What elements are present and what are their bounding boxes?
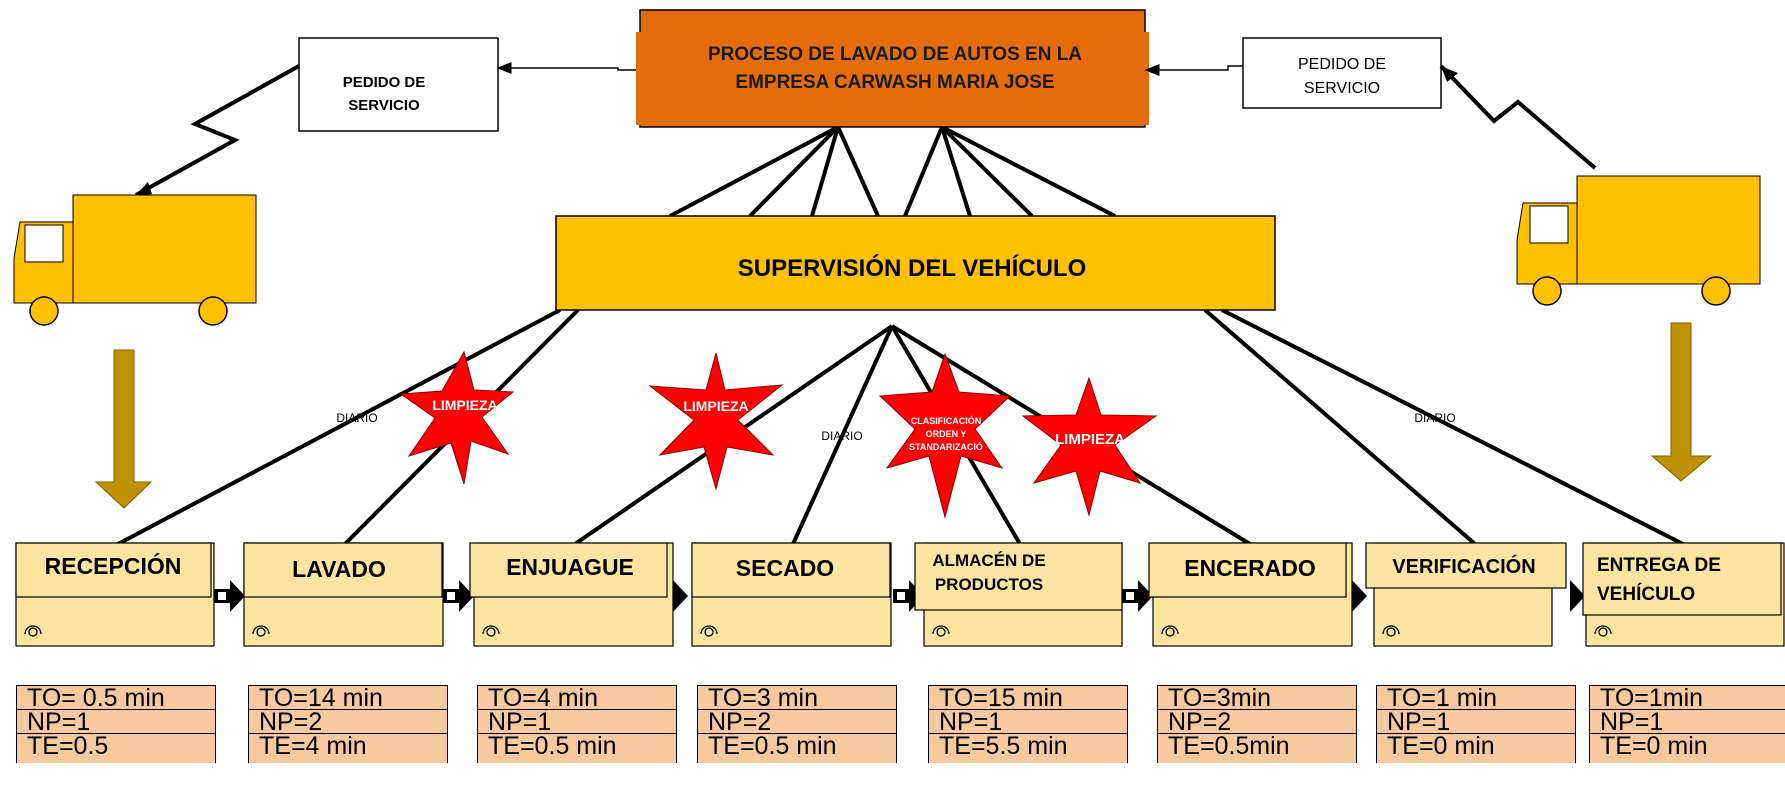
metric-te: TE=0 min	[1589, 733, 1785, 763]
metric-to: TO=3min	[1157, 685, 1357, 711]
supervision-label: SUPERVISIÓN DEL VEHÍCULO	[738, 254, 1087, 282]
process-name-almacen-line-2: PRODUCTOS	[935, 575, 1043, 594]
order-box-right: PEDIDO DE SERVICIO	[1242, 37, 1442, 109]
order-right-line-2: SERVICIO	[1304, 80, 1380, 97]
kaizen-burst-2: LIMPIEZA	[648, 352, 784, 491]
process-headers	[15, 542, 1782, 616]
metric-to: TO= 0.5 min	[16, 685, 216, 711]
metric-np: NP=1	[16, 709, 216, 735]
shipment-arrow-right	[1650, 322, 1713, 482]
metrics-secado: TO=3 min NP=2 TE=0.5 min	[697, 685, 897, 763]
supervision-to-process-connectors	[117, 308, 1684, 546]
title-line-1: PROCESO DE LAVADO DE AUTOS EN LA	[708, 44, 1082, 65]
metric-np: NP=1	[477, 709, 677, 735]
frequency-label-2: DIARIO	[821, 429, 862, 443]
metric-np: NP=2	[697, 709, 897, 735]
frequency-label-3: DIARIO	[1414, 411, 1455, 425]
information-arrows	[496, 62, 1243, 76]
kaizen-burst-1-label: LIMPIEZA	[432, 397, 497, 413]
process-name-recepcion: RECEPCIÓN	[45, 552, 182, 579]
operator-icon	[1594, 625, 1612, 637]
process-name-secado: SECADO	[736, 555, 834, 581]
title-to-supervision-connectors	[669, 125, 1116, 218]
metric-to: TO=4 min	[477, 685, 677, 711]
metric-to: TO=3 min	[697, 685, 897, 711]
metric-te: TE=0.5 min	[697, 733, 897, 763]
electronic-info-arrowhead-right	[1441, 66, 1458, 82]
metric-np: NP=1	[928, 709, 1128, 735]
metrics-enjuague: TO=4 min NP=1 TE=0.5 min	[477, 685, 677, 763]
process-name-almacen-line-1: ALMACÉN DE	[932, 551, 1045, 570]
kaizen-burst-3-label-3: STANDARIZACIÓ	[909, 441, 983, 452]
operator-icon	[252, 625, 270, 637]
metrics-encerado: TO=3min NP=2 TE=0.5min	[1157, 685, 1357, 763]
order-left-line-2: SERVICIO	[348, 97, 420, 114]
metric-to: TO=15 min	[928, 685, 1128, 711]
metric-np: NP=2	[1157, 709, 1357, 735]
kaizen-burst-3-label-2: ORDEN Y	[926, 429, 967, 439]
metrics-lavado: TO=14 min NP=2 TE=4 min	[248, 685, 448, 763]
metric-te: TE=0.5	[16, 733, 216, 763]
metric-te: TE=0.5min	[1157, 733, 1357, 763]
supervision-box: SUPERVISIÓN DEL VEHÍCULO	[555, 215, 1276, 311]
kaizen-burst-3: CLASIFICACIÓN ORDEN Y STANDARIZACIÓ	[878, 352, 1012, 519]
metrics-entrega: TO=1min NP=1 TE=0 min	[1589, 685, 1785, 763]
push-arrows	[214, 580, 1585, 612]
metrics-almacen: TO=15 min NP=1 TE=5.5 min	[928, 685, 1128, 763]
kaizen-burst-4-label: LIMPIEZA	[1055, 431, 1125, 448]
metrics-recepcion: TO= 0.5 min NP=1 TE=0.5	[16, 685, 216, 763]
operator-icons	[24, 625, 1612, 637]
title-box: PROCESO DE LAVADO DE AUTOS EN LA EMPRESA…	[636, 9, 1149, 128]
kaizen-burst-4: LIMPIEZA	[1021, 376, 1158, 517]
kaizen-burst-2-label: LIMPIEZA	[683, 398, 748, 414]
metric-to: TO=14 min	[248, 685, 448, 711]
metric-np: NP=2	[248, 709, 448, 735]
metric-te: TE=5.5 min	[928, 733, 1128, 763]
kaizen-burst-3-label-1: CLASIFICACIÓN	[911, 415, 982, 426]
metric-to: TO=1 min	[1376, 685, 1576, 711]
supplier-truck-left	[13, 194, 257, 326]
order-right-line-1: PEDIDO DE	[1298, 56, 1386, 73]
process-name-encerado: ENCERADO	[1184, 555, 1316, 581]
metrics-verificacion: TO=1 min NP=1 TE=0 min	[1376, 685, 1576, 763]
operator-icon	[482, 625, 500, 637]
frequency-label-1: DIARIO	[336, 411, 377, 425]
metric-te: TE=4 min	[248, 733, 448, 763]
metric-np: NP=1	[1589, 709, 1785, 735]
electronic-info-arrowhead-left	[134, 182, 152, 197]
operator-icon	[700, 625, 718, 637]
metric-np: NP=1	[1376, 709, 1576, 735]
process-name-entrega-line-2: VEHÍCULO	[1597, 583, 1695, 605]
title-line-2: EMPRESA CARWASH MARIA JOSE	[735, 72, 1054, 93]
process-name-enjuague: ENJUAGUE	[506, 554, 634, 580]
electronic-info-lines	[135, 64, 1597, 197]
process-name-entrega-line-1: ENTREGA DE	[1597, 555, 1721, 576]
metric-te: TE=0 min	[1376, 733, 1576, 763]
operator-icon	[932, 625, 950, 637]
metric-te: TE=0.5 min	[477, 733, 677, 763]
shipment-arrow-left	[94, 349, 153, 509]
metric-to: TO=1min	[1589, 685, 1785, 711]
kaizen-burst-1: LIMPIEZA	[399, 350, 515, 485]
process-name-lavado: LAVADO	[292, 556, 386, 582]
order-box-left: PEDIDO DE SERVICIO	[298, 37, 499, 132]
customer-truck-right	[1516, 175, 1761, 306]
operator-icon	[1382, 625, 1400, 637]
order-left-line-1: PEDIDO DE	[343, 74, 426, 91]
operator-icon	[1161, 625, 1179, 637]
process-name-verificacion: VERIFICACIÓN	[1392, 554, 1535, 578]
operator-icon	[24, 625, 42, 637]
